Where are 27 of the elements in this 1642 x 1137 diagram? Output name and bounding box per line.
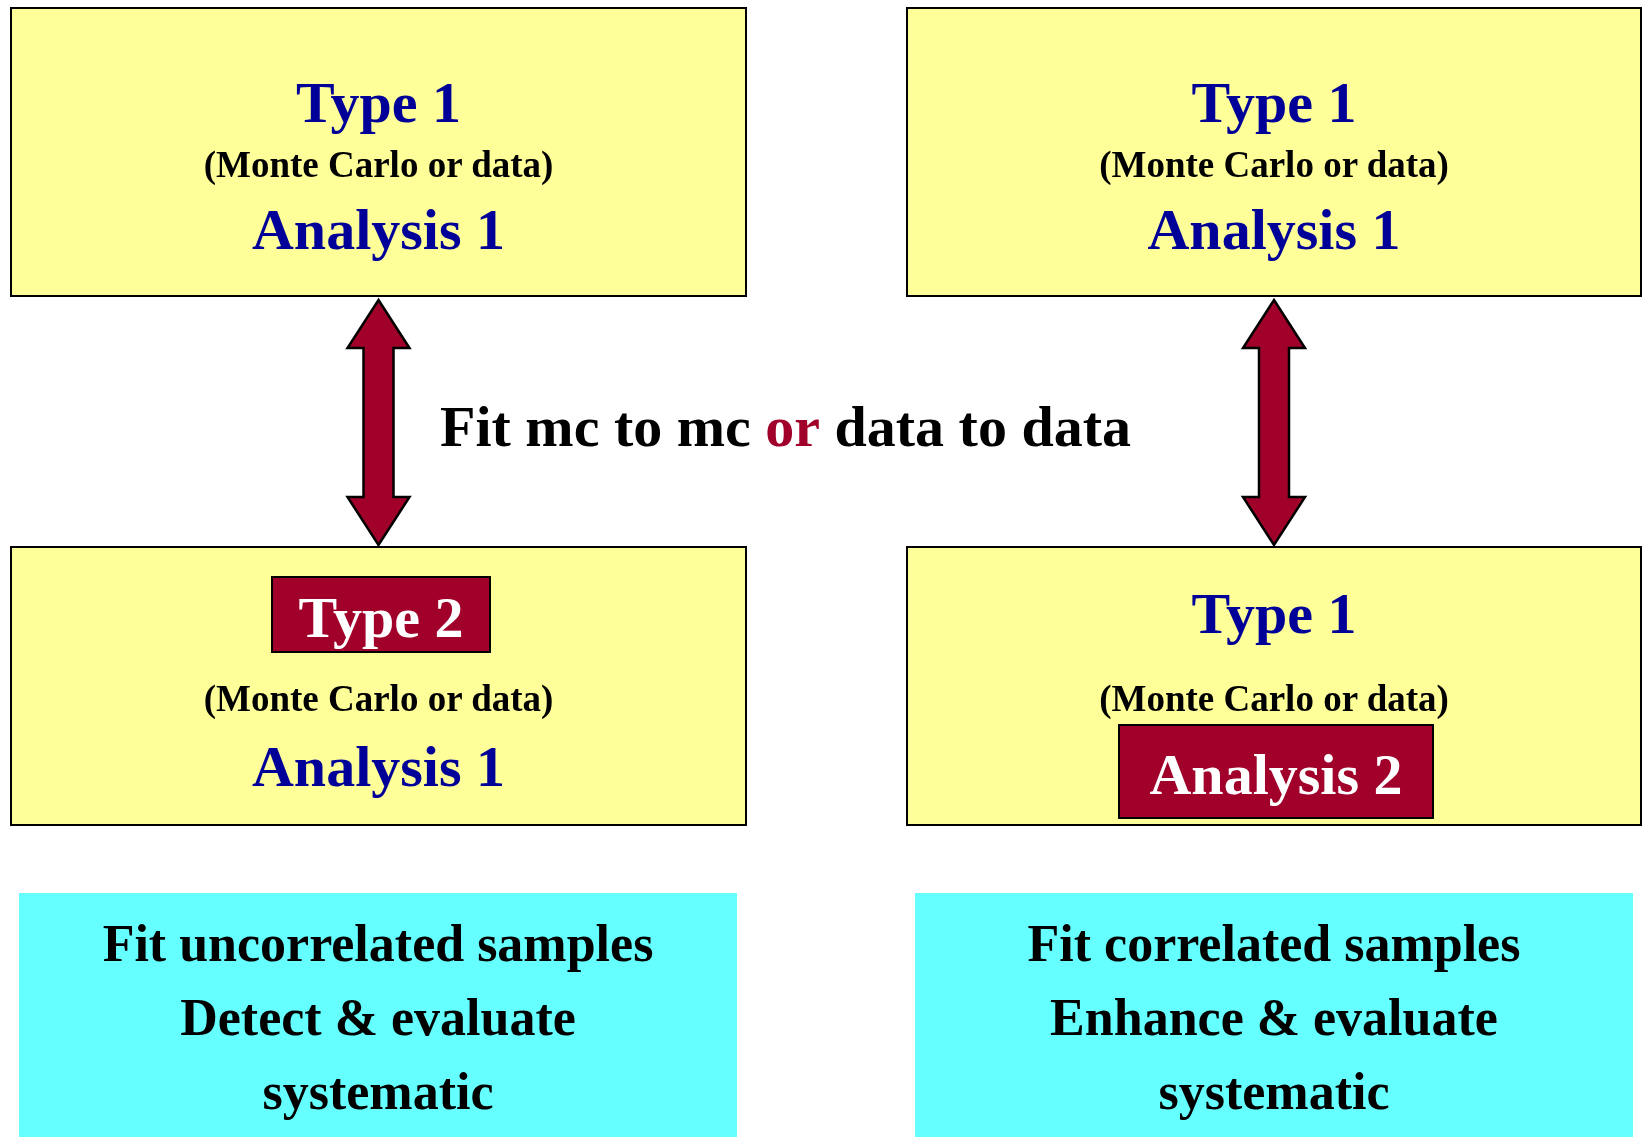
box-label: Type 1	[1191, 585, 1357, 643]
note-text: (Monte Carlo or data)	[203, 145, 554, 183]
result-text: Detect & evaluate systematic	[179, 988, 577, 1122]
note-text: (Monte Carlo or data)	[1099, 679, 1449, 717]
result-box	[915, 893, 1633, 1137]
box-label: Analysis 1	[1147, 201, 1401, 259]
box-label: Type 1	[1191, 74, 1357, 132]
fit-caption: Fit mc to mc or data to data	[440, 395, 1131, 459]
process-box	[10, 7, 747, 297]
box-label: Analysis 1	[252, 201, 505, 259]
process-box	[10, 546, 747, 826]
highlight-box	[271, 576, 491, 653]
box-label: Type 2	[298, 589, 464, 647]
double-arrow	[1240, 297, 1308, 548]
note-text: (Monte Carlo or data)	[1099, 145, 1449, 183]
process-box	[906, 546, 1642, 826]
result-text: Enhance & evaluate systematic	[1049, 988, 1499, 1122]
box-label: Analysis 2	[1149, 746, 1403, 804]
box-label: Analysis 1	[252, 738, 505, 796]
highlight-box	[1118, 724, 1434, 819]
process-box	[906, 7, 1642, 297]
result-text: Fit correlated samples	[1027, 914, 1521, 974]
result-box	[19, 893, 737, 1137]
box-label: Type 1	[296, 74, 461, 132]
note-text: (Monte Carlo or data)	[203, 679, 554, 717]
result-text: Fit uncorrelated samples	[102, 914, 654, 974]
double-arrow	[345, 297, 412, 548]
